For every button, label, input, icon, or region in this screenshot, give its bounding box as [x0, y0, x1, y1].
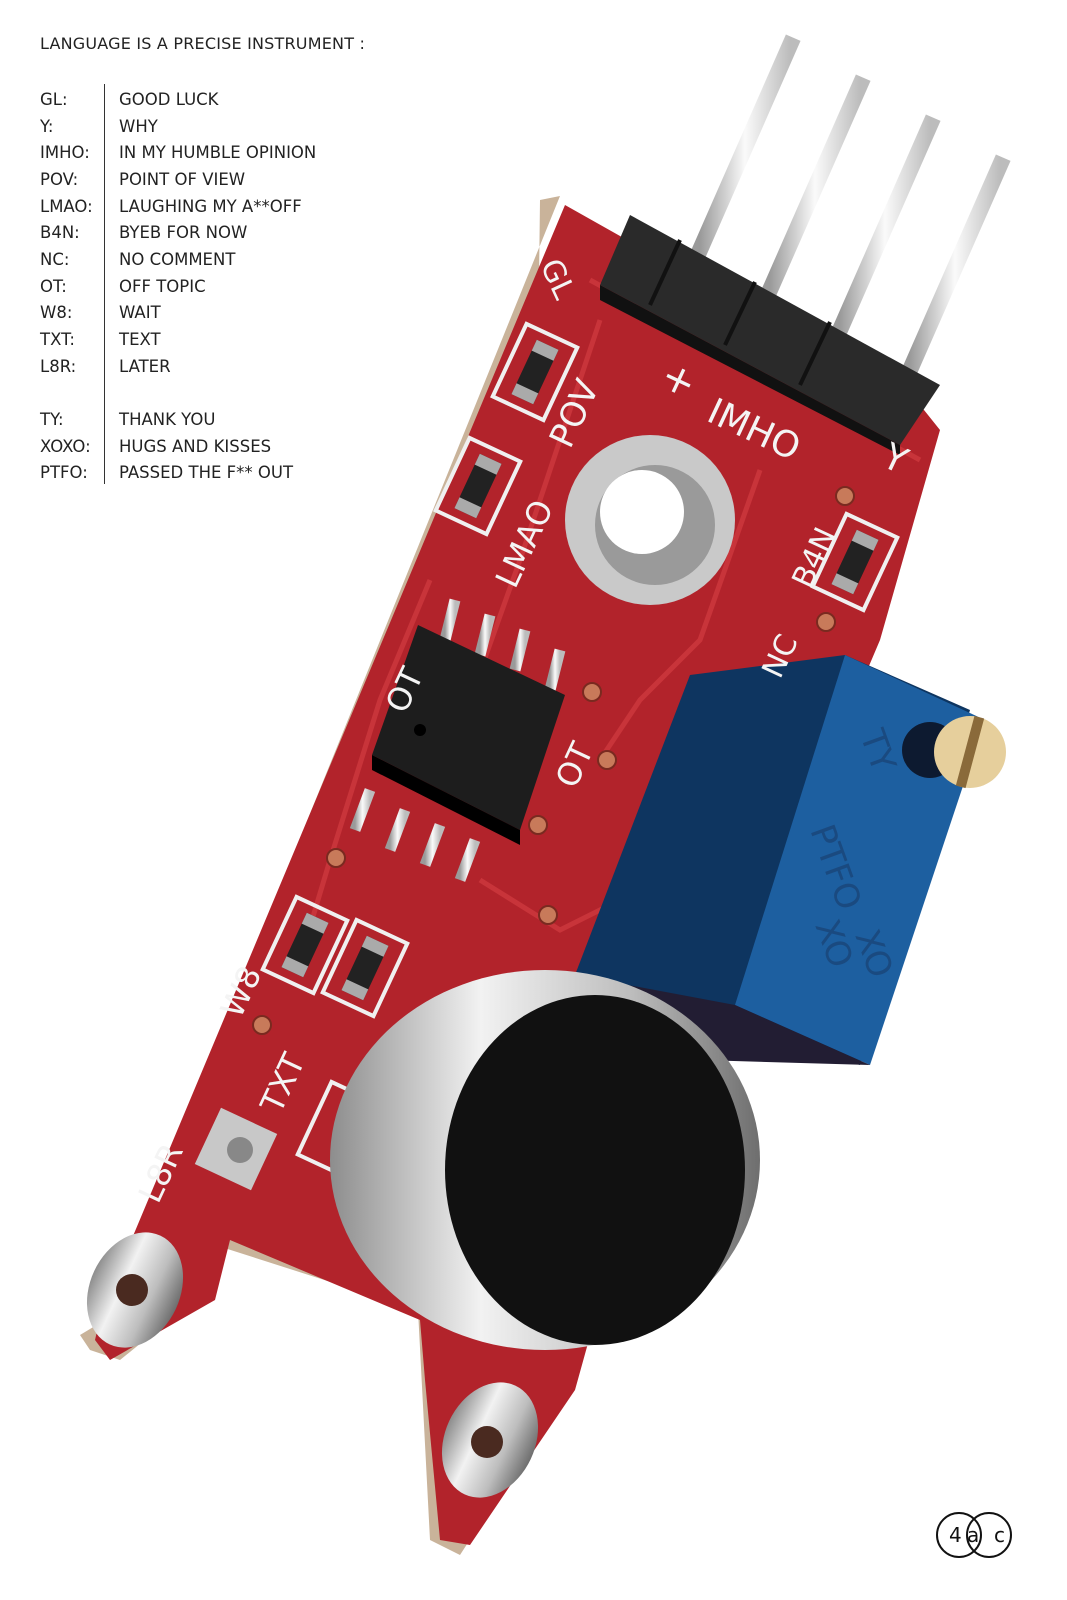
glossary-row: B4N: BYEB FOR NOW	[40, 219, 316, 246]
glossary-row: IMHO: IN MY HUMBLE OPINION	[40, 139, 316, 166]
glossary-row: NC: NO COMMENT	[40, 246, 316, 273]
tab-hole	[471, 1426, 503, 1458]
ic-pins	[349, 598, 566, 882]
glossary-meaning: LATER	[119, 356, 171, 376]
test-pad-hole	[227, 1137, 253, 1163]
logo-4: 4	[949, 1523, 962, 1547]
glossary-abbr: OT:	[40, 276, 67, 296]
glossary-meaning: HUGS AND KISSES	[119, 436, 272, 456]
glossary-abbr: L8R:	[40, 356, 77, 376]
glossary-abbr: NC:	[40, 249, 70, 269]
glossary-abbr: W8:	[40, 303, 73, 323]
glossary-abbr: TY:	[40, 410, 64, 430]
glossary-row: GL: GOOD LUCK	[40, 86, 316, 113]
glossary-abbr: Y:	[40, 116, 54, 136]
glossary-row: W8: WAIT	[40, 300, 316, 327]
glossary-row: Y: WHY	[40, 113, 316, 140]
logo-c: c	[994, 1523, 1005, 1547]
glossary-row: TXT: TEXT	[40, 326, 316, 353]
glossary-abbr: POV:	[40, 169, 79, 189]
glossary-row: POV: POINT OF VIEW	[40, 166, 316, 193]
glossary-meaning: PASSED THE F** OUT	[119, 463, 294, 483]
mounting-hole	[600, 470, 684, 554]
glossary-abbr: XOXO:	[40, 436, 91, 456]
glossary-meaning: IN MY HUMBLE OPINION	[119, 143, 317, 163]
ic-chip	[349, 598, 566, 882]
microphone	[330, 970, 760, 1350]
glossary-row: TY: THANK YOU	[40, 406, 316, 433]
glossary-abbr: PTFO:	[40, 463, 88, 483]
glossary-divider	[104, 84, 105, 484]
glossary-meaning: TEXT	[119, 330, 161, 350]
glossary-meaning: POINT OF VIEW	[119, 169, 246, 189]
glossary-row: LMAO: LAUGHING MY A**OFF	[40, 193, 316, 220]
tab-hole	[116, 1274, 148, 1306]
logo-a: a	[967, 1523, 979, 1547]
glossary-row: XOXO: HUGS AND KISSES	[40, 433, 316, 460]
pin-header	[600, 34, 1011, 455]
glossary-abbr: B4N:	[40, 223, 80, 243]
glossary-meaning: NO COMMENT	[119, 249, 236, 269]
mic-face	[445, 995, 745, 1345]
glossary-meaning: WHY	[119, 116, 158, 136]
glossary-abbr: LMAO:	[40, 196, 93, 216]
glossary-meaning: THANK YOU	[119, 410, 216, 430]
glossary-meaning: OFF TOPIC	[119, 276, 206, 296]
glossary-meaning: LAUGHING MY A**OFF	[119, 196, 302, 216]
glossary-meaning: BYEB FOR NOW	[119, 223, 248, 243]
glossary-row: L8R: LATER	[40, 353, 316, 380]
glossary-meaning: GOOD LUCK	[119, 89, 219, 109]
glossary: GL: GOOD LUCK Y: WHY IMHO: IN MY HUMBLE OPI…	[40, 86, 316, 486]
smd-resistors	[260, 321, 900, 1181]
glossary-row: OT: OFF TOPIC	[40, 273, 316, 300]
glossary-row: PTFO: PASSED THE F** OUT	[40, 460, 316, 487]
poster-heading: LANGUAGE IS A PRECISE INSTRUMENT :	[40, 34, 366, 53]
glossary-meaning: WAIT	[119, 303, 161, 323]
glossary-abbr: TXT:	[40, 330, 75, 350]
glossary-abbr: IMHO:	[40, 143, 90, 163]
glossary-abbr: GL:	[40, 89, 68, 109]
vias	[252, 486, 855, 1035]
4ac-logo: 4 a c	[936, 1512, 1012, 1558]
